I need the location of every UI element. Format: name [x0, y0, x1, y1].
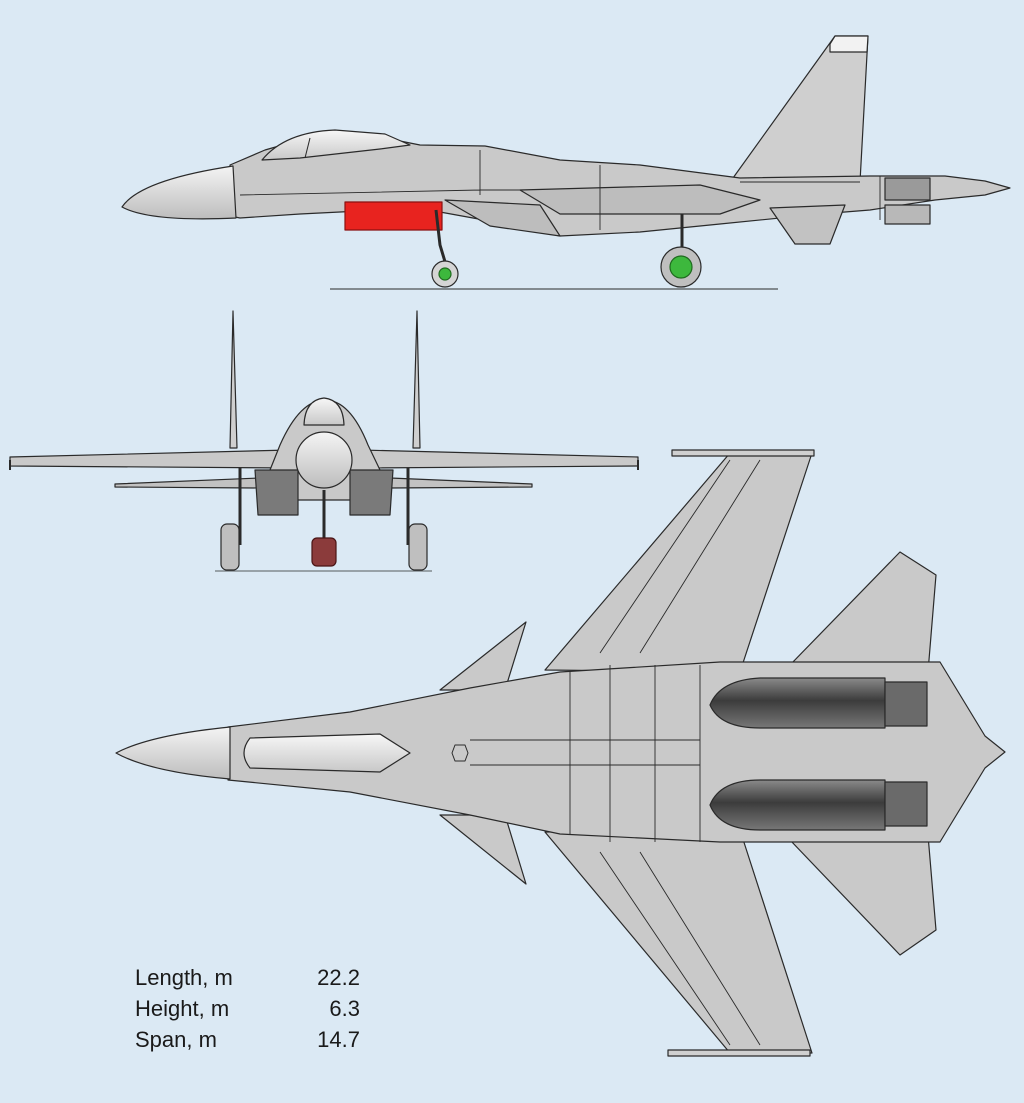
side-red-bay: [344, 201, 443, 231]
top-upper-wing: [544, 452, 813, 673]
side-horizontal-tail: [769, 204, 846, 245]
top-upper-stabilizer: [789, 551, 937, 673]
top-lower-engine: [709, 779, 886, 831]
side-nose-gear-strut: [434, 209, 448, 266]
spec-label: Height, m: [135, 996, 230, 1021]
side-view: [121, 35, 1011, 290]
spec-row-length: Length, m 22.2: [135, 962, 360, 993]
front-radome: [295, 431, 353, 489]
front-view: [9, 310, 639, 572]
top-lower-wing: [544, 829, 813, 1054]
top-view: [115, 449, 1006, 1057]
top-upper-nozzle: [884, 681, 928, 727]
side-nozzle: [884, 177, 931, 201]
front-left-wheel: [220, 523, 240, 571]
spec-value: 22.2: [317, 965, 360, 990]
front-left-fin: [229, 310, 238, 449]
side-radome: [121, 165, 237, 220]
front-right-fin: [412, 310, 421, 449]
side-tail-tip: [829, 35, 869, 53]
side-vertical-tail: [732, 35, 869, 183]
side-canopy: [261, 129, 411, 161]
top-lower-nozzle: [884, 781, 928, 827]
top-canopy: [243, 733, 411, 773]
spec-value: 6.3: [329, 996, 360, 1021]
top-radome: [115, 726, 231, 780]
front-left-intake: [254, 469, 299, 516]
top-lower-canard: [439, 814, 527, 885]
side-intake: [444, 199, 561, 237]
top-upper-engine: [709, 677, 886, 729]
spec-label: Length, m: [135, 965, 233, 990]
front-nose-wheel: [311, 537, 337, 567]
spec-value: 14.7: [317, 1027, 360, 1052]
front-right-intake: [349, 469, 394, 516]
side-wing: [519, 184, 761, 215]
spec-label: Span, m: [135, 1027, 217, 1052]
spec-row-span: Span, m 14.7: [135, 1024, 360, 1055]
spec-row-height: Height, m 6.3: [135, 993, 360, 1024]
front-right-wheel: [408, 523, 428, 571]
front-canopy: [303, 397, 345, 426]
top-lower-stabilizer: [789, 834, 937, 956]
specifications-table: Length, m 22.2 Height, m 6.3 Span, m 14.…: [135, 962, 360, 1055]
